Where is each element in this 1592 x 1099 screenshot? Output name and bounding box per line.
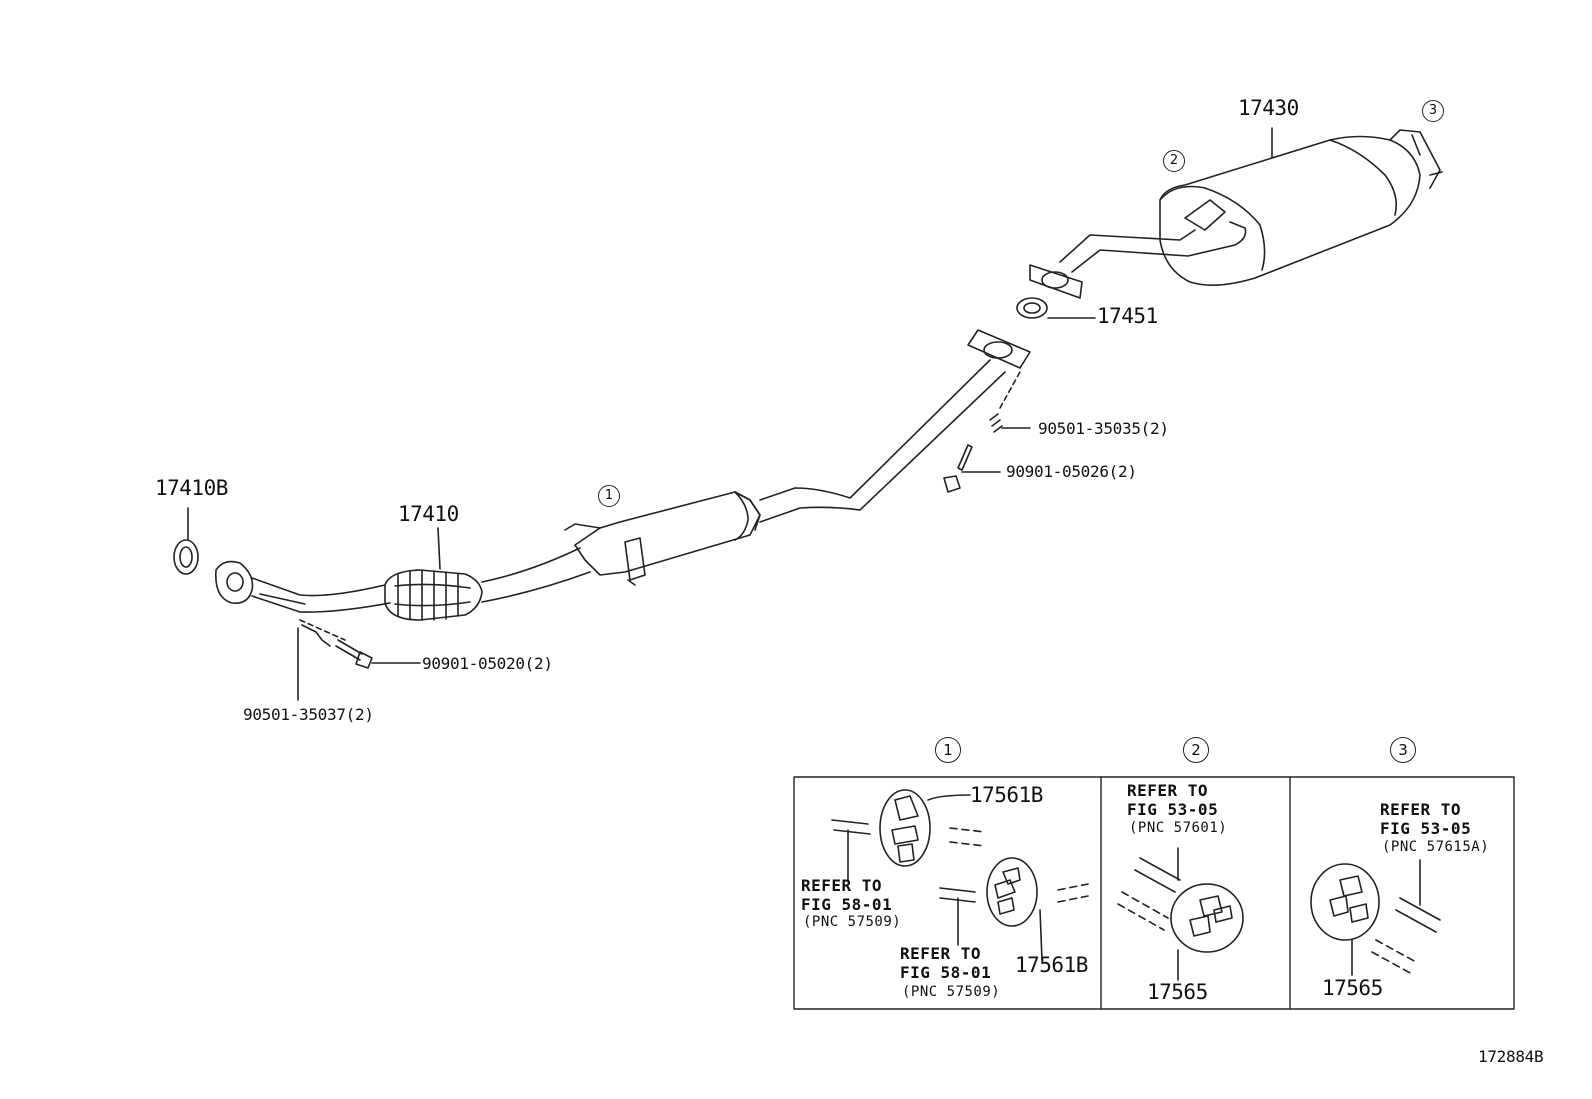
part-label-bolt-front: 90901-05020(2) bbox=[422, 654, 553, 673]
panel3-ref-line1: REFER TO bbox=[1380, 800, 1462, 819]
panel1-ref-a-line3: (PNC 57509) bbox=[803, 914, 902, 930]
panel3-part: 17565 bbox=[1322, 976, 1383, 1000]
gasket-17410b bbox=[173, 507, 199, 575]
callout-1: 1 bbox=[598, 485, 620, 507]
panel1-ref-a-line2: FIG 58-01 bbox=[801, 895, 893, 914]
diagram-id: 172884B bbox=[1478, 1047, 1544, 1066]
part-label-17410b: 17410B bbox=[155, 476, 228, 500]
panel2-ref-line3: (PNC 57601) bbox=[1129, 820, 1228, 836]
detail-panels-frame bbox=[793, 776, 1515, 1010]
tail-pipe-muffler-17430 bbox=[1029, 127, 1443, 299]
panel1-ref-a-line1: REFER TO bbox=[801, 876, 883, 895]
part-label-spring-front: 90501-35037(2) bbox=[243, 705, 374, 724]
panel3-hanger bbox=[1310, 859, 1441, 976]
center-exhaust-pipe bbox=[564, 329, 1031, 586]
part-label-spring-rear: 90501-35035(2) bbox=[1038, 419, 1169, 438]
panel2-part: 17565 bbox=[1147, 980, 1208, 1004]
panel3-number: 3 bbox=[1390, 737, 1416, 763]
callout-2: 2 bbox=[1163, 150, 1185, 172]
part-label-bolt-rear: 90901-05026(2) bbox=[1006, 462, 1137, 481]
panel1-part-top: 17561B bbox=[970, 783, 1043, 807]
panel1-ref-b-line3: (PNC 57509) bbox=[902, 984, 1001, 1000]
panel3-ref-line2: FIG 53-05 bbox=[1380, 819, 1472, 838]
panel1-number: 1 bbox=[935, 737, 961, 763]
part-label-17430: 17430 bbox=[1238, 96, 1299, 120]
panel2-number: 2 bbox=[1183, 737, 1209, 763]
panel2-ref-line2: FIG 53-05 bbox=[1127, 800, 1219, 819]
part-label-17451: 17451 bbox=[1097, 304, 1158, 328]
panel2-hanger bbox=[1117, 847, 1244, 981]
gasket-17451 bbox=[1016, 297, 1096, 319]
panel1-ref-b-line1: REFER TO bbox=[900, 944, 982, 963]
panel2-ref-line1: REFER TO bbox=[1127, 781, 1209, 800]
panel3-ref-line3: (PNC 57615A) bbox=[1382, 839, 1490, 855]
panel1-ref-b-line2: FIG 58-01 bbox=[900, 963, 992, 982]
front-exhaust-pipe-17410 bbox=[215, 527, 591, 701]
panel1-hangers bbox=[831, 789, 1089, 961]
panel1-part-bottom: 17561B bbox=[1015, 953, 1088, 977]
part-label-17410: 17410 bbox=[398, 502, 459, 526]
callout-3: 3 bbox=[1422, 100, 1444, 122]
